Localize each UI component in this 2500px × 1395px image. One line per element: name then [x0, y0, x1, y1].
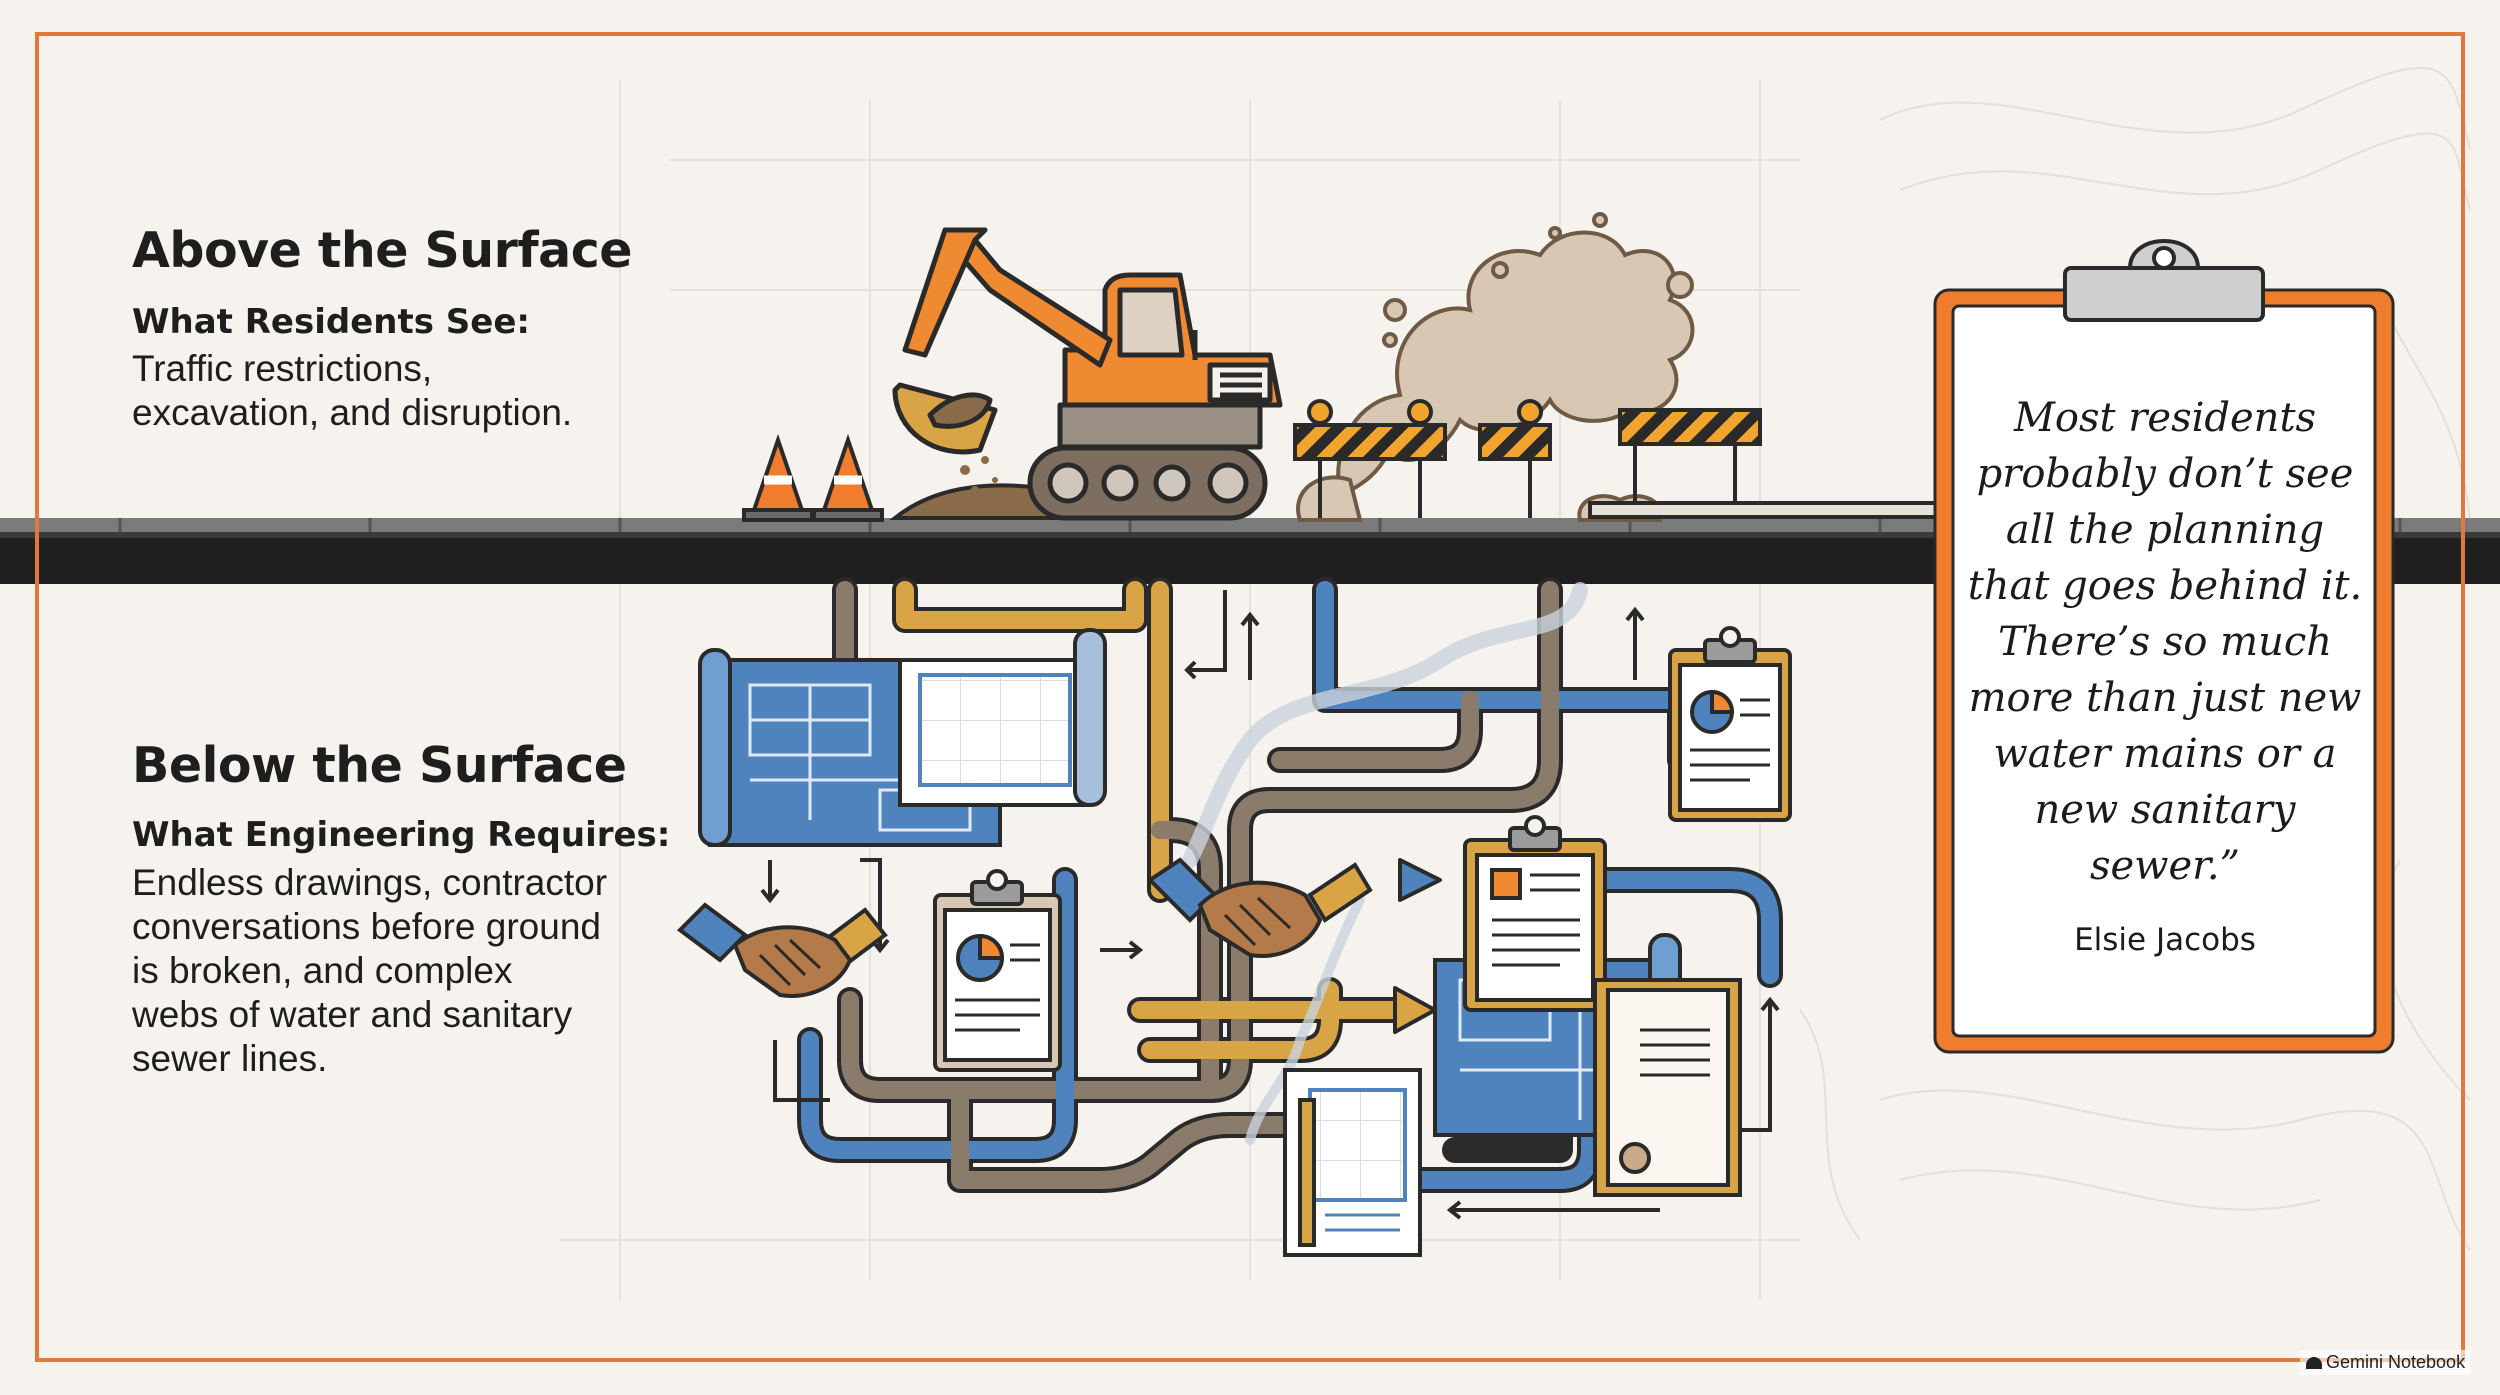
- flow-arrows: [760, 590, 1780, 1220]
- above-surface-title: Above the Surface: [132, 222, 633, 279]
- quote-author: Elsie Jacobs: [2074, 922, 2256, 958]
- handshake-icon: [676, 902, 888, 998]
- outer-frame: [35, 32, 2465, 1362]
- traffic-cone-icon: [742, 433, 884, 522]
- below-surface-subtitle: What Engineering Requires:: [132, 815, 671, 855]
- dirt-particles: [960, 456, 998, 494]
- barricade-icon: [1293, 399, 1952, 519]
- handshake-icon: [1146, 857, 1373, 958]
- document-icon: [1593, 978, 1742, 1197]
- grid-paper-icon: [1283, 1068, 1422, 1257]
- above-surface-subtitle: What Residents See:: [132, 302, 531, 342]
- clipboard-icon: [1668, 626, 1792, 822]
- below-surface-title: Below the Surface: [132, 737, 627, 794]
- watermark-label: Gemini Notebook: [2326, 1352, 2466, 1372]
- clipboard-icon: [1463, 815, 1607, 1012]
- quote-text: Most residents probably don’t see all th…: [1967, 395, 2363, 889]
- below-surface-body: Endless drawings, contractor conversatio…: [132, 862, 608, 1079]
- excavator-icon: [892, 227, 1283, 521]
- clipboard-icon: [933, 869, 1062, 1072]
- grid-paper-icon: [898, 628, 1107, 807]
- above-surface-body: Traffic restrictions, excavation, and di…: [132, 348, 573, 433]
- watermark-badge: Gemini Notebook: [2300, 1350, 2472, 1375]
- quote-clipboard-icon: [1933, 239, 2395, 1054]
- notebook-icon: [2306, 1357, 2322, 1369]
